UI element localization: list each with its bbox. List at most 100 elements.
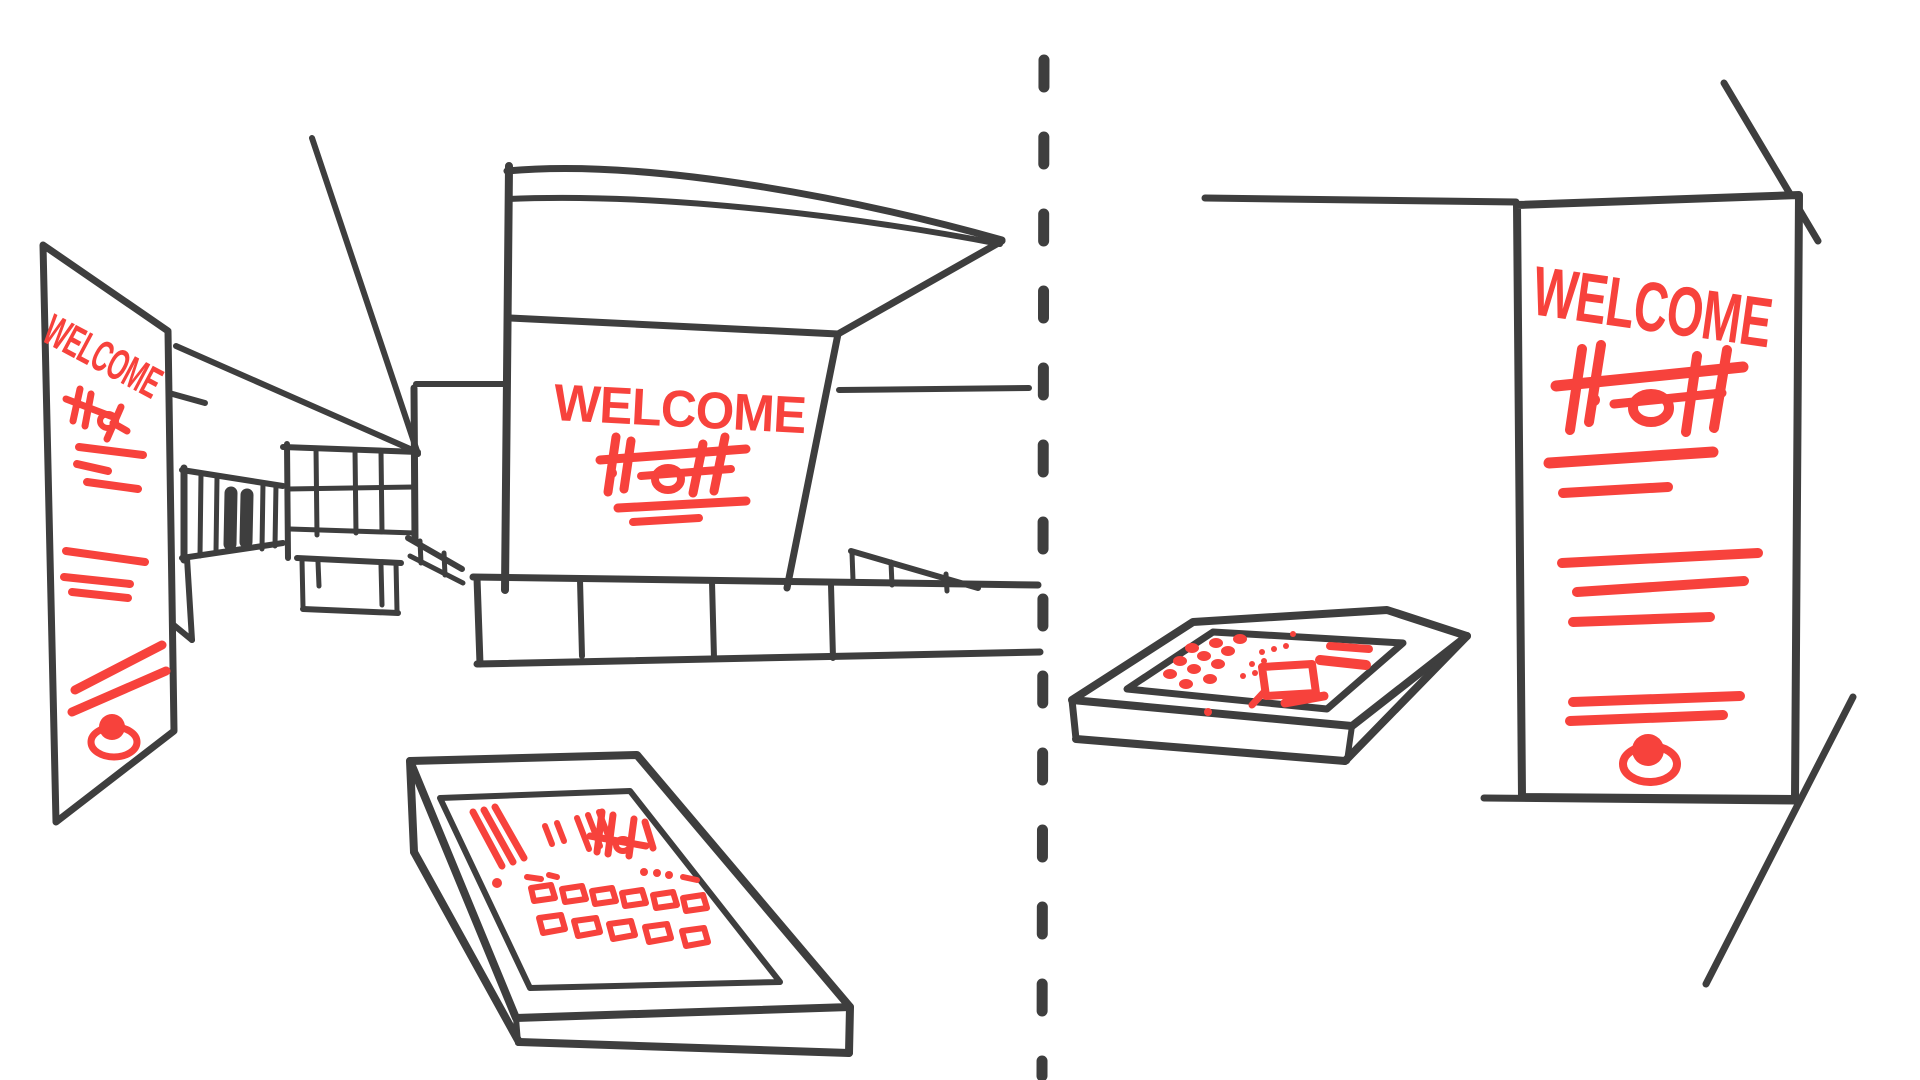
- ink-stroke: [441, 550, 448, 578]
- ink-stroke: [406, 757, 418, 856]
- red-stroke: [651, 464, 685, 494]
- ink-stroke: [1072, 735, 1349, 765]
- red-stroke: [1565, 344, 1587, 435]
- key-grid: [528, 882, 711, 949]
- ink-stroke: [848, 548, 981, 591]
- ink-stroke: [836, 385, 1032, 393]
- kiosk-table: [406, 751, 854, 1057]
- red-dash: [524, 874, 544, 882]
- text-line: [73, 460, 112, 475]
- ink-stroke: [197, 471, 204, 559]
- hangul-scribble: [1550, 340, 1749, 437]
- counter: [469, 548, 1044, 668]
- red-stroke: [81, 390, 95, 430]
- red-bar: [1326, 642, 1373, 653]
- ink-stroke: [513, 1015, 521, 1046]
- text-line: [554, 820, 567, 844]
- ink-stroke: [515, 1038, 853, 1057]
- hangul-scribble: [586, 808, 657, 860]
- ink-stroke: [173, 343, 420, 455]
- underline: [629, 514, 703, 526]
- red-dot: [1209, 638, 1223, 648]
- kiosk-screen: [437, 788, 783, 991]
- ink-stroke: [709, 579, 717, 661]
- window-pane: [223, 486, 238, 551]
- red-dash: [680, 874, 700, 883]
- panel-sign: WELCOME: [1513, 191, 1803, 803]
- red-dot: [640, 868, 648, 876]
- red-stroke: [625, 815, 638, 860]
- screen-sketch-ui: [469, 803, 711, 949]
- red-dot: [1203, 674, 1217, 684]
- ink-stroke: [284, 441, 291, 561]
- ink-stroke: [285, 484, 417, 492]
- hangul-scribble: [62, 385, 131, 443]
- canopy-edge: [505, 194, 1003, 247]
- ink-stroke: [272, 482, 279, 549]
- red-stroke: [709, 432, 730, 496]
- text-line: [75, 443, 147, 459]
- ink-stroke: [577, 577, 585, 659]
- ink-stroke: [313, 445, 320, 538]
- ink-stroke: [828, 582, 836, 661]
- placeholder-lines: [1543, 446, 1763, 726]
- red-dot: [1197, 651, 1211, 661]
- ink-stroke: [213, 475, 220, 555]
- key-square: [679, 925, 711, 949]
- text-line: [1572, 576, 1749, 597]
- ink-stroke: [378, 448, 385, 535]
- text-line: [574, 815, 592, 852]
- red-dot: [665, 871, 673, 879]
- ink-stroke: [849, 550, 856, 583]
- red-stroke: [641, 818, 657, 852]
- ink-stroke: [352, 447, 359, 536]
- ink-stroke: [259, 480, 266, 552]
- red-stroke: [1681, 351, 1702, 437]
- red-bar: [1315, 655, 1371, 670]
- red-dot: [1179, 679, 1193, 689]
- red-dot: [607, 468, 617, 478]
- key-square: [528, 882, 558, 904]
- text-line: [68, 588, 132, 602]
- key-square: [606, 918, 638, 942]
- red-stroke: [1609, 388, 1727, 409]
- key-square: [642, 921, 674, 945]
- wall-top-edge: [506, 314, 842, 338]
- red-dot: [1271, 646, 1277, 652]
- ink-stroke: [315, 559, 322, 589]
- ink-stroke: [309, 135, 421, 457]
- scene-divider: [1036, 54, 1050, 1080]
- ink-stroke: [845, 1003, 854, 1057]
- red-stroke: [603, 432, 621, 497]
- ceiling-line: [1201, 194, 1520, 206]
- counter-bottom: [473, 648, 1044, 668]
- red-dot: [1185, 643, 1199, 653]
- text-line: [480, 806, 517, 866]
- text-line: [1568, 691, 1745, 707]
- underline: [613, 496, 751, 513]
- ink-stroke: [405, 535, 465, 572]
- text-line: [67, 666, 171, 717]
- left-scene: WELCOME: [35, 135, 1044, 1057]
- ink-stroke: [943, 571, 950, 594]
- red-dot: [492, 878, 502, 888]
- wall-left-edge: [501, 162, 513, 594]
- text-line: [1557, 548, 1763, 568]
- red-dot: [1240, 673, 1246, 679]
- red-dot: [1259, 649, 1265, 655]
- text-line: [83, 478, 142, 493]
- ink-stroke: [1341, 632, 1471, 765]
- red-stroke: [109, 419, 131, 435]
- key-square: [559, 883, 589, 905]
- key-square: [589, 885, 619, 907]
- ink-stroke: [294, 555, 404, 566]
- red-stroke: [1709, 345, 1732, 433]
- power-button-icon: [1619, 734, 1681, 786]
- ink-stroke: [1068, 696, 1080, 743]
- dot-row: [492, 868, 700, 888]
- key-square: [650, 889, 680, 911]
- hallway-lines: [166, 135, 506, 643]
- key-square: [619, 887, 649, 909]
- screen-sketch-ui: [1163, 631, 1373, 716]
